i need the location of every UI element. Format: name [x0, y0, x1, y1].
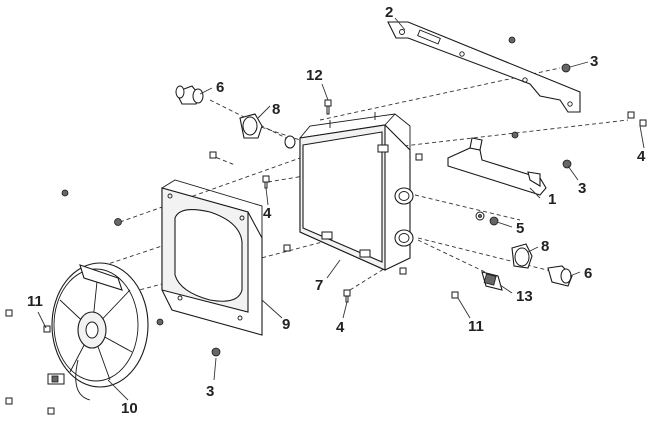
adapter-fitting-lower	[511, 243, 533, 269]
fan-assembly	[47, 262, 149, 401]
oil-cooler	[284, 112, 414, 271]
callout-8a: 8	[272, 101, 280, 118]
callout-2: 2	[385, 4, 393, 21]
callout-11a: 11	[27, 293, 43, 310]
fan-shroud	[161, 179, 263, 336]
callout-3b: 3	[578, 180, 586, 197]
callout-6a: 6	[216, 79, 224, 96]
washer	[475, 211, 485, 221]
elbow-fitting-lower	[547, 265, 573, 287]
callout-13: 13	[516, 288, 533, 305]
elbow-fitting-upper	[175, 85, 204, 105]
callout-8b: 8	[541, 238, 549, 255]
callout-7: 7	[315, 277, 323, 294]
callout-9: 9	[282, 316, 290, 333]
nut-parts	[61, 36, 572, 357]
callout-10: 10	[121, 400, 138, 417]
callout-4a: 4	[637, 148, 646, 165]
callout-12: 12	[306, 67, 323, 84]
bolt-parts	[5, 99, 647, 415]
upper-bracket	[387, 21, 581, 113]
adapter-fitting-upper	[239, 113, 263, 139]
side-bracket	[447, 137, 547, 196]
callout-4c: 4	[336, 319, 345, 336]
callout-5: 5	[516, 220, 524, 237]
callout-3a: 3	[590, 53, 598, 70]
leader-lines	[37, 17, 645, 401]
callout-3c: 3	[206, 383, 214, 400]
callout-1: 1	[548, 191, 556, 208]
callout-labels: 1 2 3 3 3 4 4 4 5 6 6 7 8 8 9 10 11 11 1…	[27, 4, 646, 417]
callout-4b: 4	[263, 205, 272, 222]
temperature-switch	[481, 271, 503, 291]
callout-6b: 6	[584, 265, 592, 282]
callout-11b: 11	[468, 318, 484, 335]
